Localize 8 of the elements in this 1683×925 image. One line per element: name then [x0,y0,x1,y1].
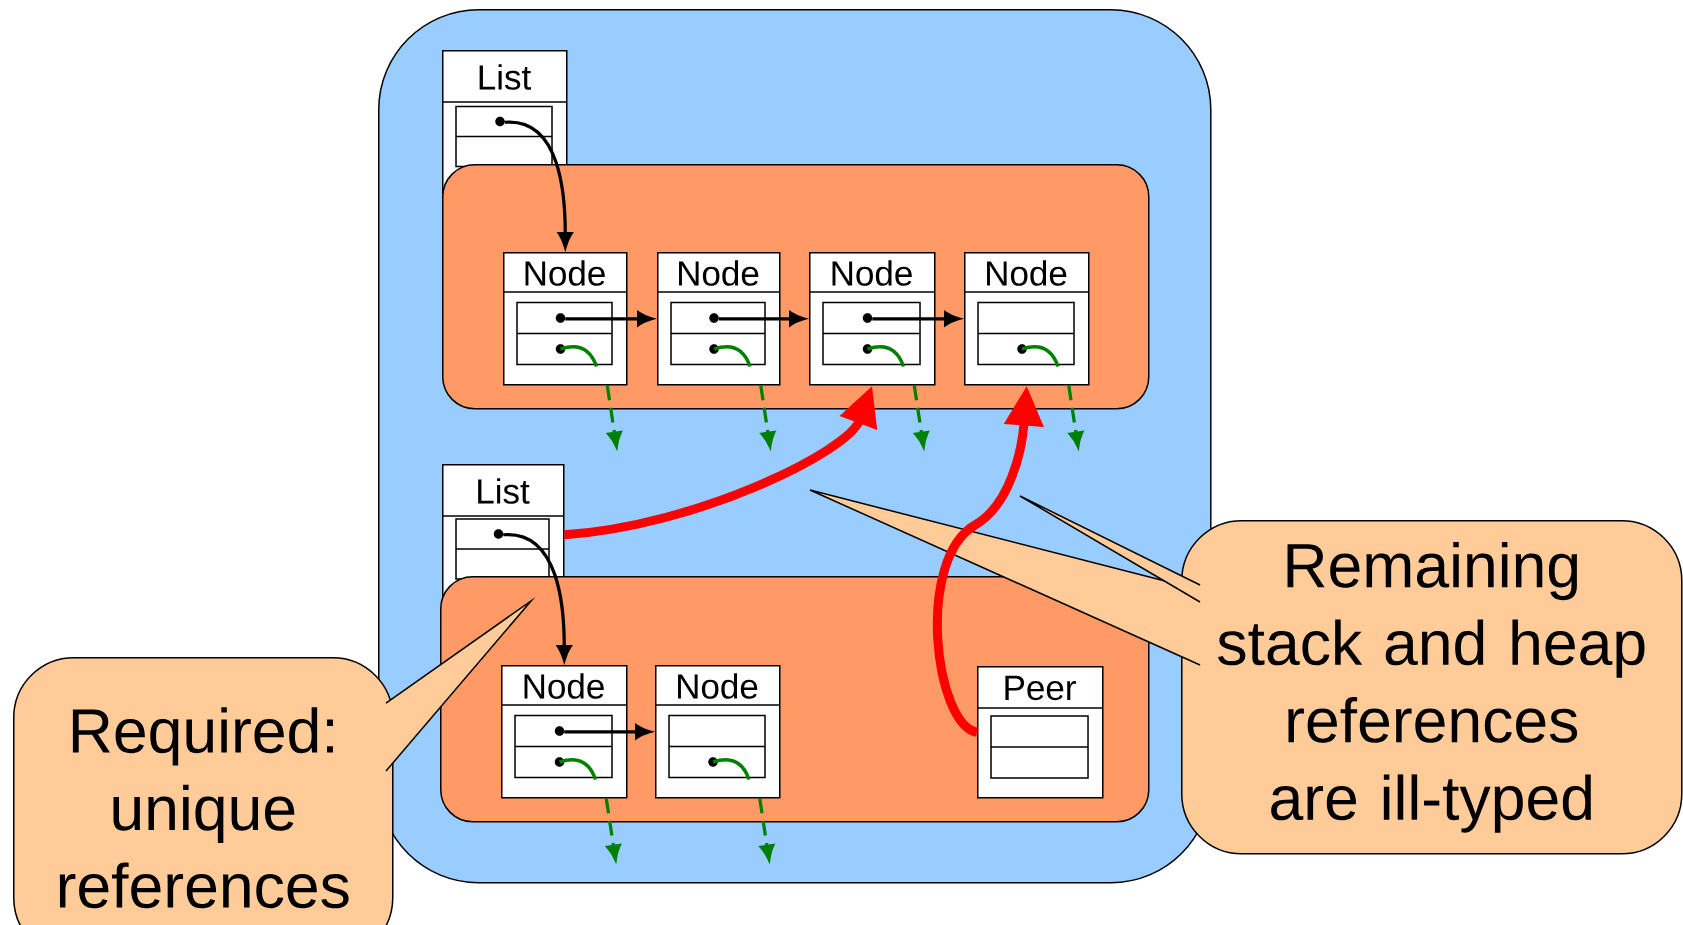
box-title: Peer [1005,675,1076,701]
box-title: Node [525,260,605,286]
box-title: List [478,478,530,504]
box-title: Node [987,260,1067,286]
box-title: List [479,64,531,90]
box-title: Node [679,260,759,286]
box-title: Node [678,673,758,699]
box-title: Node [832,260,912,286]
